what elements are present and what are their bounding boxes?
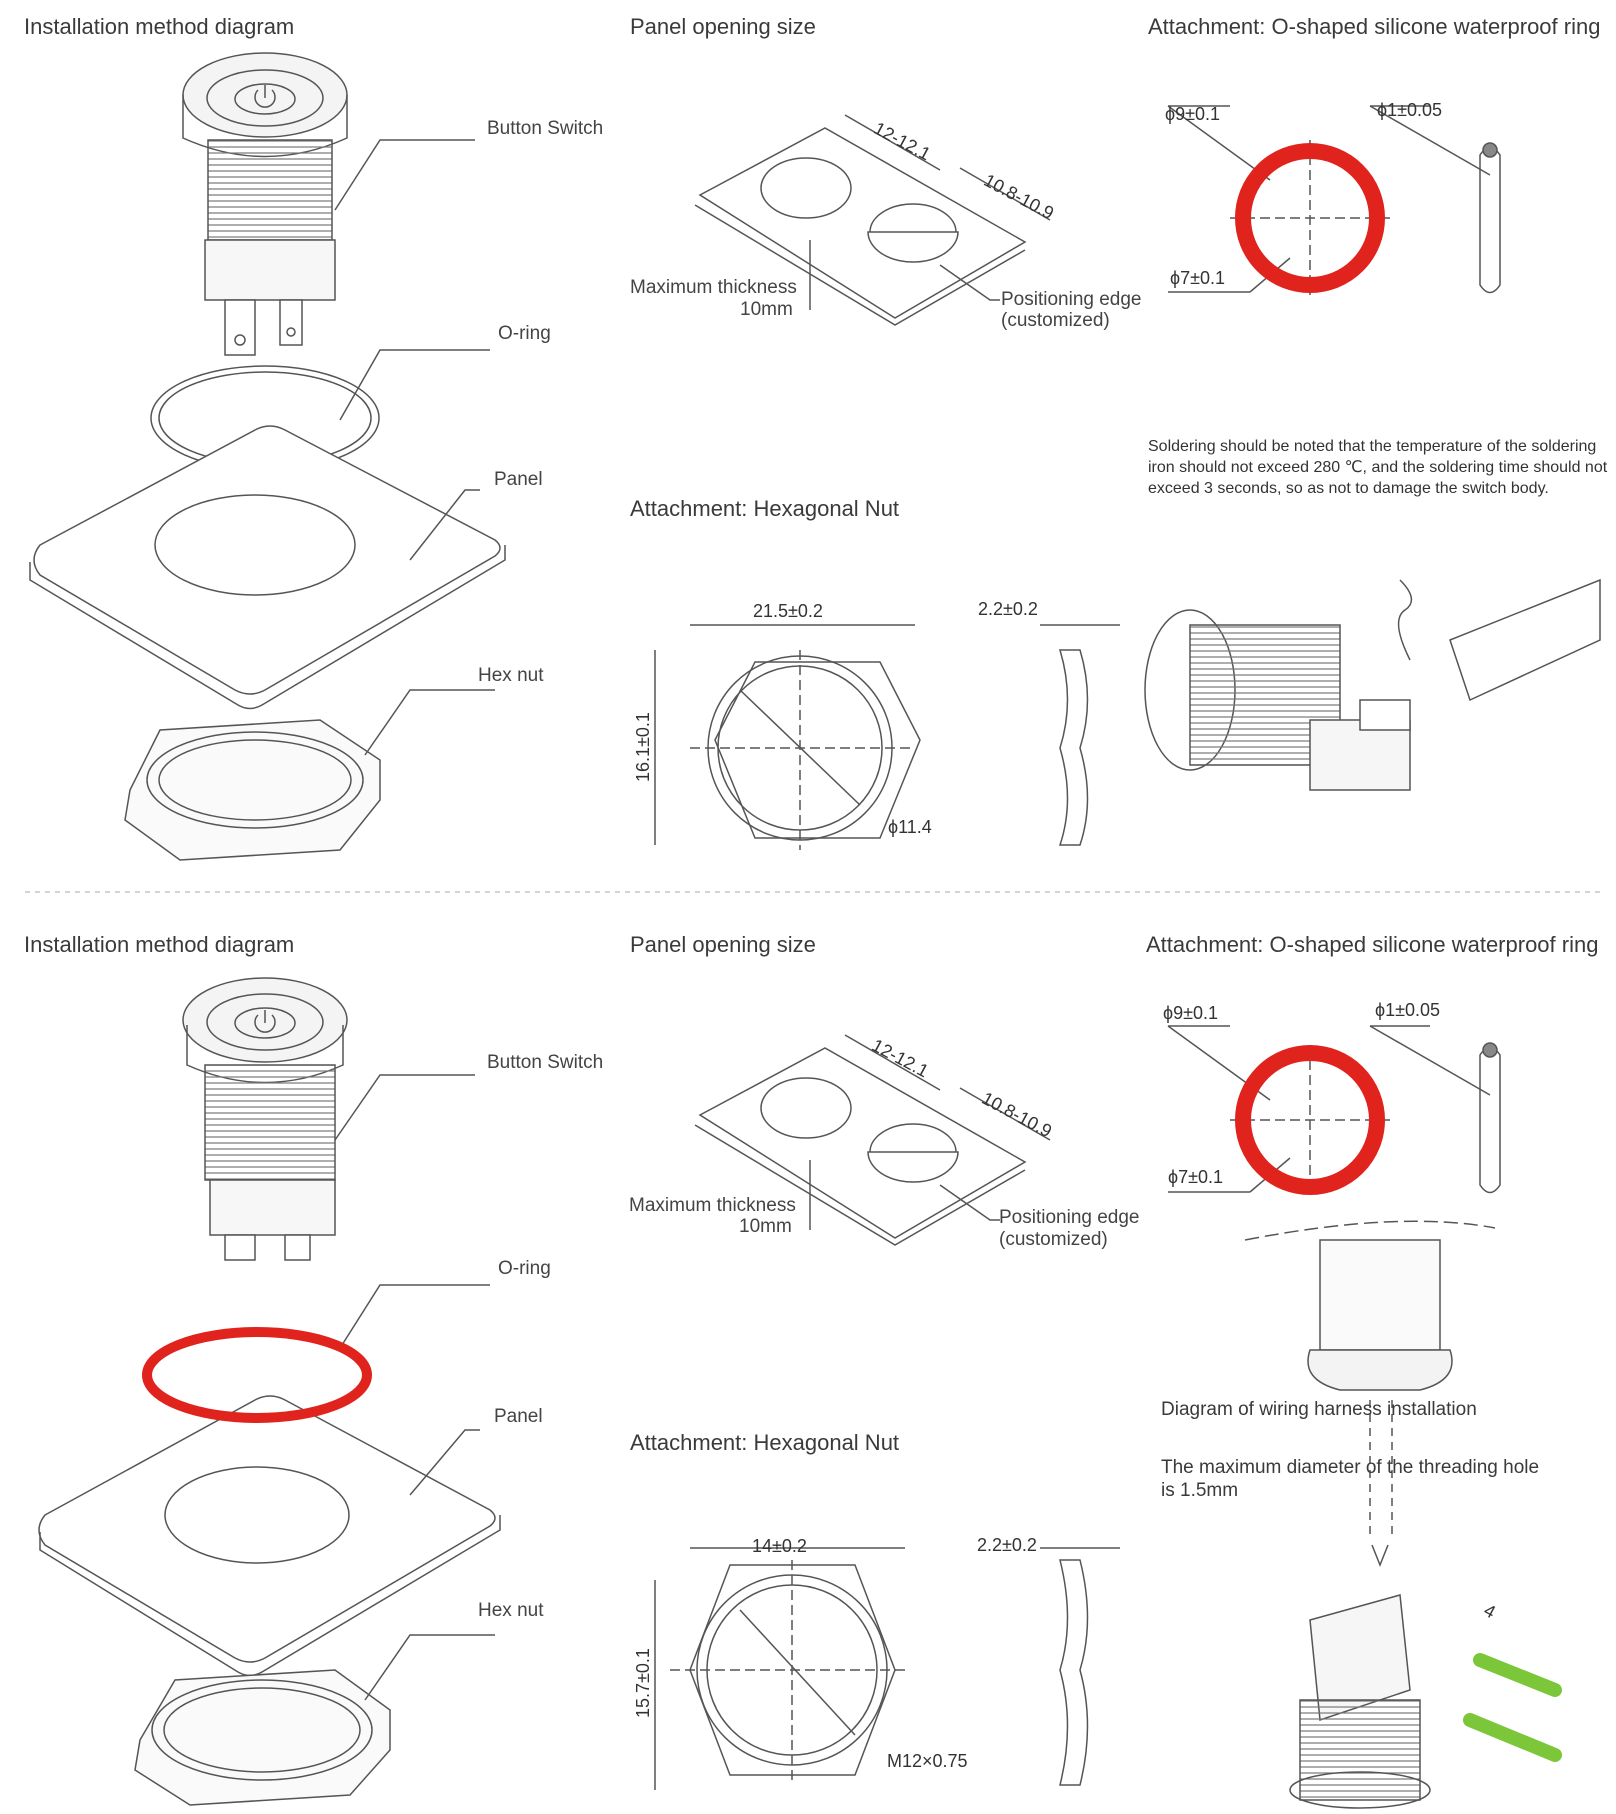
bottom-button-switch-drawing xyxy=(182,977,348,1261)
bottom-label-o-ring: O-ring xyxy=(498,1258,551,1279)
top-oring-outer-dim: ϕ9±0.1 xyxy=(1165,104,1220,124)
top-nut-thickness-dim: 2.2±0.2 xyxy=(978,599,1038,619)
bottom-wiring-note: The maximum diameter of the threading ho… xyxy=(1161,1457,1540,1501)
top-red-o-ring xyxy=(1235,143,1385,293)
top-max-thickness: Maximum thickness xyxy=(630,277,797,298)
bottom-label-button-switch: Button Switch xyxy=(487,1052,604,1073)
top-positioning-edge: Positioning edge xyxy=(1001,289,1142,310)
top-nut-title: Attachment: Hexagonal Nut xyxy=(630,496,900,521)
bottom-panel-drawing xyxy=(38,1395,501,1677)
bottom-wiring-title: Diagram of wiring harness installation xyxy=(1161,1399,1477,1420)
bottom-red-o-ring xyxy=(1235,1045,1385,1195)
top-nut-height-dim: 16.1±0.1 xyxy=(633,712,653,782)
top-hex-nut-dim-drawing xyxy=(654,624,1120,850)
bottom-label-panel: Panel xyxy=(494,1406,543,1427)
bottom-install-title: Installation method diagram xyxy=(24,932,295,957)
top-label-hex-nut: Hex nut xyxy=(478,665,544,686)
bottom-oring-outer-dim: ϕ9±0.1 xyxy=(1163,1003,1218,1023)
bottom-nut-title: Attachment: Hexagonal Nut xyxy=(630,1430,900,1455)
bottom-positioning-edge: Positioning edge xyxy=(999,1207,1140,1228)
top-label-button-switch: Button Switch xyxy=(487,118,604,139)
top-panel-title: Panel opening size xyxy=(630,14,816,39)
top-oring-cross-dim: ϕ1±0.05 xyxy=(1377,100,1443,120)
top-label-panel: Panel xyxy=(494,469,543,490)
top-button-switch-drawing xyxy=(182,52,348,356)
bottom-hex-nut-dim-drawing xyxy=(654,1547,1120,1790)
top-panel-opening-drawing xyxy=(694,127,1027,326)
top-panel-drawing xyxy=(29,425,506,710)
top-nut-diameter-dim: ϕ11.4 xyxy=(888,817,932,837)
top-label-o-ring: O-ring xyxy=(498,323,551,344)
bottom-nut-thickness-dim: 2.2±0.2 xyxy=(977,1535,1037,1555)
bottom-customized: (customized) xyxy=(999,1229,1108,1250)
bottom-wiring-drawing xyxy=(1244,1220,1496,1809)
green-wires xyxy=(1463,1653,1562,1762)
top-customized: (customized) xyxy=(1001,310,1110,331)
bottom-label-hex-nut: Hex nut xyxy=(478,1600,544,1621)
bottom-oring-inner-dim: ϕ7±0.1 xyxy=(1168,1167,1223,1187)
bottom-max-thickness-value: 10mm xyxy=(739,1216,792,1237)
bottom-install-red-o-ring xyxy=(142,1327,372,1423)
bottom-nut-thread-dim: M12×0.75 xyxy=(887,1751,968,1771)
bottom-panel-title: Panel opening size xyxy=(630,932,816,957)
bottom-hex-nut-drawing xyxy=(134,1669,391,1806)
bottom-nut-height-dim: 15.7±0.1 xyxy=(633,1648,653,1718)
top-solder-note: Soldering should be noted that the tempe… xyxy=(1148,438,1608,497)
bottom-oring-cross-dim: ϕ1±0.05 xyxy=(1375,1000,1441,1020)
top-hex-nut-drawing xyxy=(124,719,381,861)
bottom-max-thickness: Maximum thickness xyxy=(629,1195,796,1216)
top-oring-inner-dim: ϕ7±0.1 xyxy=(1170,268,1225,288)
top-solder-drawing xyxy=(1144,578,1601,791)
top-oring-title: Attachment: O-shaped silicone waterproof… xyxy=(1148,14,1601,39)
bottom-nut-width-dim: 14±0.2 xyxy=(752,1536,807,1556)
top-max-thickness-value: 10mm xyxy=(740,299,793,320)
top-install-title: Installation method diagram xyxy=(24,14,295,39)
bottom-panel-opening-drawing xyxy=(694,1047,1027,1246)
top-nut-width-dim: 21.5±0.2 xyxy=(753,601,823,621)
bottom-oring-title: Attachment: O-shaped silicone waterproof… xyxy=(1146,932,1599,957)
